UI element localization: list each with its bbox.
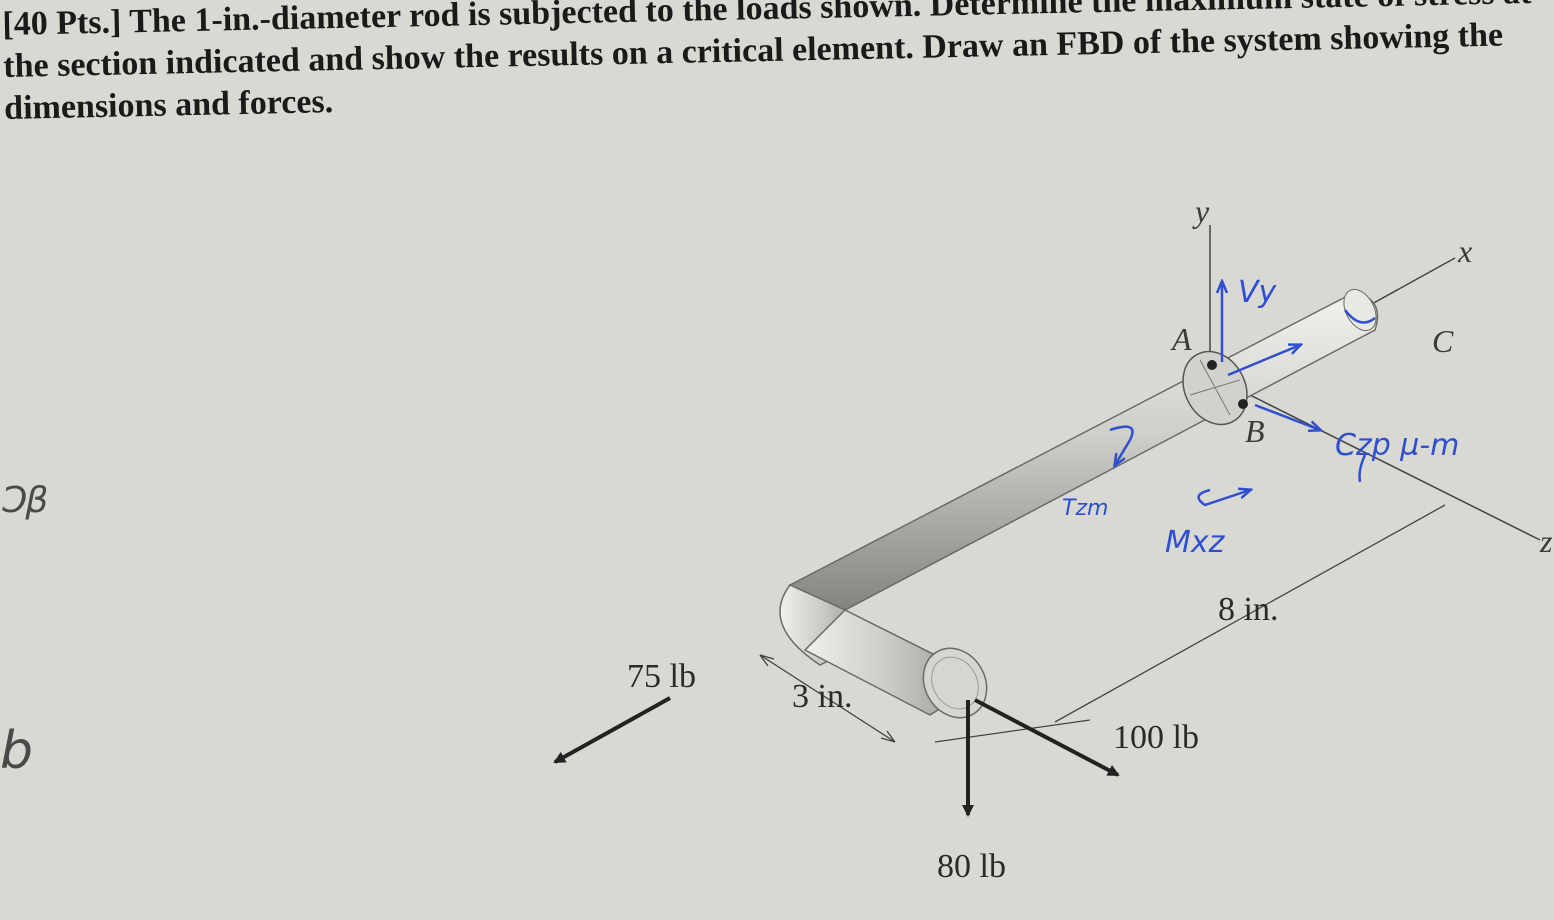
rod-free-end <box>922 647 988 719</box>
hw-right-note: Czp µ-m <box>1335 428 1459 463</box>
rod-main-segment <box>788 291 1379 611</box>
load-75-arrow <box>553 696 671 764</box>
hw-vy-label: Vy <box>1238 275 1278 310</box>
hw-moment-arrow <box>1197 490 1250 507</box>
rod-end-c <box>1343 288 1377 332</box>
hw-vx-arrow <box>1227 345 1300 377</box>
y-axis-label: y <box>1192 193 1210 229</box>
dim-8in-label: 8 in. <box>1218 591 1278 628</box>
point-b-label: B <box>1245 413 1265 449</box>
hw-margin-note-2: b <box>0 721 33 781</box>
point-a-dot <box>1207 360 1217 370</box>
hw-torque-arrow <box>1109 425 1134 465</box>
hw-b-arrow <box>1254 403 1320 430</box>
hw-torque-label: Tzm <box>1062 496 1108 521</box>
section-cut <box>1182 350 1248 426</box>
load-80-label: 80 lb <box>937 848 1006 885</box>
hw-vx-scribble <box>1344 309 1376 324</box>
dim-8in <box>934 504 1446 743</box>
x-axis <box>1369 257 1456 306</box>
hw-margin-note-1: Ͻβ <box>0 480 48 521</box>
x-axis-label: x <box>1457 233 1472 269</box>
dim-3in-label: 3 in. <box>792 678 852 715</box>
load-100-arrow <box>974 698 1120 777</box>
load-100-label: 100 lb <box>1113 719 1199 756</box>
z-axis <box>1249 394 1541 541</box>
z-axis-label: z <box>1539 523 1553 559</box>
hw-tick <box>1358 454 1367 483</box>
point-b-dot <box>1238 399 1248 409</box>
hw-mxz-label: Mxz <box>1165 525 1226 560</box>
load-75-label: 75 lb <box>627 658 696 695</box>
point-a-label: A <box>1170 321 1192 357</box>
point-c-label: C <box>1432 323 1454 359</box>
handwritten-annotations <box>1109 282 1376 507</box>
dim-3in <box>759 654 896 743</box>
